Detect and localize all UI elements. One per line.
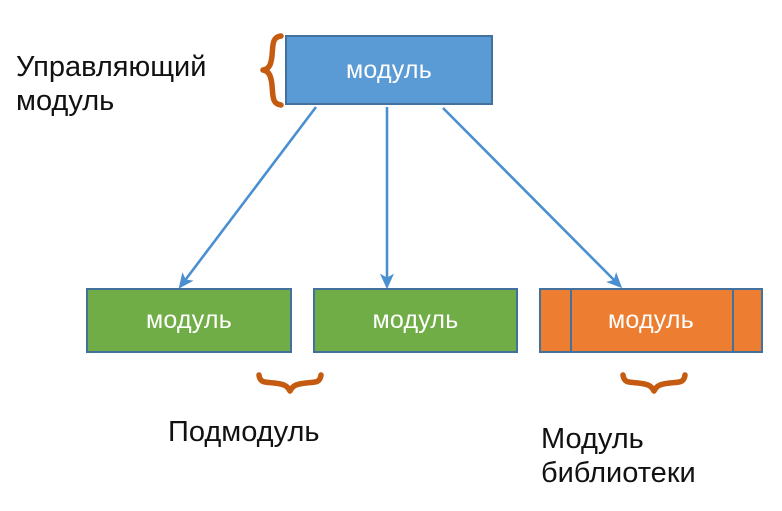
submodule-box-2[interactable]: модуль [313, 288, 518, 353]
library-module-caption: Модуль библиотеки [541, 423, 696, 489]
submodule-caption: Подмодуль [168, 416, 320, 448]
submodule-box-1[interactable]: модуль [86, 288, 292, 353]
library-module-divider-right [732, 288, 734, 353]
library-module-box[interactable]: модуль [539, 288, 763, 353]
control-module-box-label: модуль [346, 55, 432, 84]
submodule-box-2-label: модуль [372, 306, 459, 334]
submodule-brace [256, 372, 324, 394]
arrow-root-to-sub-1 [178, 106, 318, 289]
control-module-box[interactable]: модуль [285, 35, 493, 105]
control-module-caption: Управляющий модуль [16, 51, 207, 117]
library-module-brace [620, 372, 688, 394]
library-module-box-label: модуль [608, 306, 694, 334]
submodule-box-1-label: модуль [146, 306, 232, 334]
control-module-brace [260, 33, 284, 108]
library-module-divider-left [570, 288, 572, 353]
arrow-root-to-library [442, 107, 623, 289]
